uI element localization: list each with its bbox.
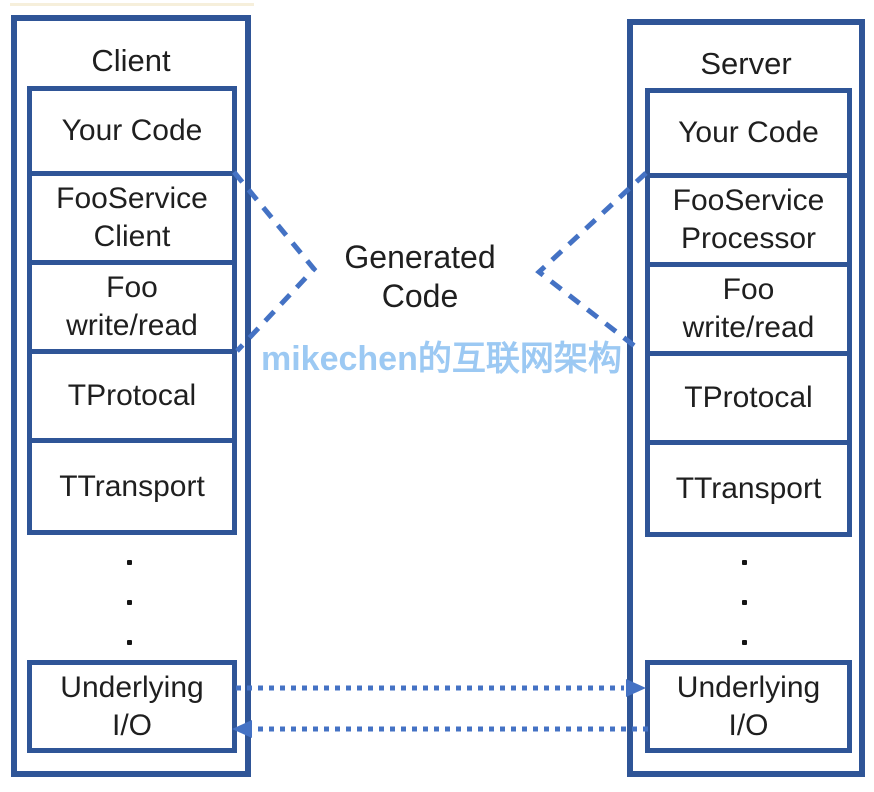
ellipsis-dot (742, 640, 747, 645)
server-layer-your-code: Your Code (645, 88, 852, 178)
layer-label: FooService Processor (672, 184, 825, 255)
ellipsis-dot (127, 600, 132, 605)
ellipsis-dot (127, 640, 132, 645)
server-layer-tprotocal: TProtocal (645, 351, 852, 445)
layer-label: TProtocal (67, 379, 197, 412)
server-title: Server (700, 46, 792, 81)
server-layer-foo-write-read: Foo write/read (645, 262, 852, 356)
client-layer-tprotocal: TProtocal (27, 349, 237, 443)
generated-code-label: Generated Code (344, 239, 496, 314)
layer-label: Your Code (678, 116, 819, 149)
layer-label: Foo write/read (66, 271, 198, 342)
client-layer-fooservice-client: FooService Client (27, 171, 237, 265)
top-artifact-line (10, 3, 254, 6)
server-ellipsis-dots (742, 560, 747, 645)
layer-label: Underlying I/O (60, 670, 204, 742)
layer-label: TProtocal (684, 381, 813, 414)
server-layer-fooservice-processor: FooService Processor (645, 173, 852, 267)
ellipsis-dot (742, 600, 747, 605)
layer-label: Foo write/read (682, 273, 815, 344)
client-ellipsis-dots (127, 560, 132, 645)
layer-label: Your Code (61, 114, 203, 147)
client-title: Client (91, 43, 171, 78)
layer-label: FooService Client (56, 182, 208, 253)
client-layer-foo-write-read: Foo write/read (27, 260, 237, 354)
layer-label: TTransport (675, 471, 822, 505)
layer-label: Underlying I/O (676, 670, 821, 742)
watermark-text: mikechen的互联网架构 (261, 340, 622, 378)
server-container (627, 19, 865, 777)
server-layer-underlying-io: Underlying I/O (645, 660, 852, 753)
client-container (11, 15, 251, 777)
ellipsis-dot (742, 560, 747, 565)
layer-label: TTransport (59, 469, 205, 503)
ellipsis-dot (127, 560, 132, 565)
server-layer-ttransport: TTransport (645, 440, 852, 537)
client-layer-your-code: Your Code (27, 86, 237, 176)
client-layer-underlying-io: Underlying I/O (27, 660, 237, 753)
client-layer-ttransport: TTransport (27, 438, 237, 535)
